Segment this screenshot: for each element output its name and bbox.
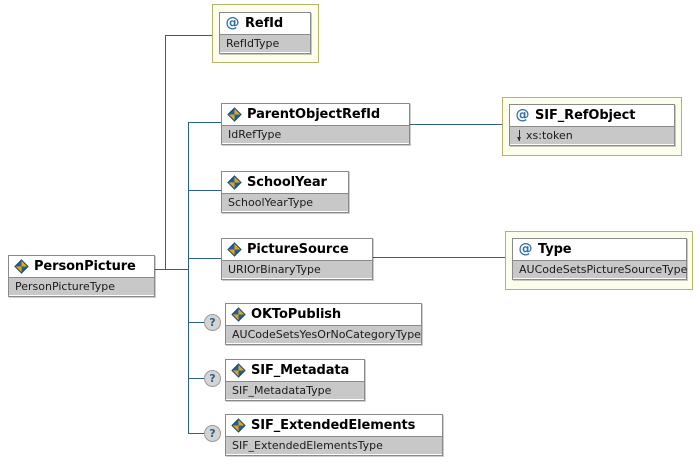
node-type[interactable]: @ Type AUCodeSetsPictureSourceType [512,238,687,280]
node-personpicture[interactable]: PersonPicture PersonPictureType [8,255,155,297]
node-sifrefobject-label: SIF_RefObject [535,108,636,123]
element-icon [227,175,242,190]
node-picturesource[interactable]: PictureSource URIOrBinaryType [221,238,373,280]
connector-element-vertical [188,122,189,433]
node-parentobjectrefid-label: ParentObjectRefId [247,107,381,122]
element-icon [231,307,246,322]
node-refid-type: RefIdType [220,34,310,52]
node-sifrefobject-title: @ SIF_RefObject [510,105,674,126]
connector-parentobjectrefid-to-sifrefobject [410,124,507,125]
node-parentobjectrefid-title: ParentObjectRefId [222,104,409,125]
node-type-type: AUCodeSetsPictureSourceType [513,260,687,278]
attribute-icon: @ [515,107,530,123]
node-parentobjectrefid-type: IdRefType [222,125,409,143]
node-parentobjectrefid[interactable]: ParentObjectRefId IdRefType [221,103,410,145]
node-refid-title: @ RefId [220,13,310,34]
node-type-title: @ Type [513,239,686,260]
node-schoolyear[interactable]: SchoolYear SchoolYearType [221,171,349,213]
node-sifextendedelements-label: SIF_ExtendedElements [251,418,416,433]
attribute-icon: @ [518,241,533,257]
connector-picturesource-to-type [373,257,508,258]
connector-stub-oktopublish [188,322,204,323]
connector-attribute-vertical [165,35,166,269]
optional-marker-oktopublish: ? [204,314,221,331]
connector-stub-sifmetadata [188,378,204,379]
node-type-label: Type [538,242,572,257]
node-picturesource-label: PictureSource [247,242,349,257]
node-sifextendedelements[interactable]: SIF_ExtendedElements SIF_ExtendedElement… [225,414,443,456]
node-picturesource-type: URIOrBinaryType [222,260,372,278]
element-icon [14,259,29,274]
attribute-icon: @ [225,15,240,31]
node-oktopublish-type: AUCodeSetsYesOrNoCategoryType [226,325,421,343]
node-schoolyear-label: SchoolYear [247,175,327,190]
connector-stub-sifextendedelements [188,433,204,434]
node-schoolyear-type: SchoolYearType [222,193,348,211]
node-picturesource-title: PictureSource [222,239,372,260]
node-sifmetadata-title: SIF_Metadata [226,360,364,381]
element-icon [227,107,242,122]
optional-marker-sifextendedelements: ? [204,425,221,442]
derived-arrow-icon [516,129,523,142]
connector-stub-picturesource [188,258,221,259]
node-refid[interactable]: @ RefId RefIdType [219,12,311,54]
element-icon [231,418,246,433]
node-sifmetadata[interactable]: SIF_Metadata SIF_MetadataType [225,359,365,401]
node-sifmetadata-label: SIF_Metadata [251,363,350,378]
connector-attribute-to-refid [165,35,216,36]
node-personpicture-type: PersonPictureType [9,277,154,295]
element-icon [227,242,242,257]
node-sifextendedelements-type: SIF_ExtendedElementsType [226,436,442,454]
node-sifextendedelements-title: SIF_ExtendedElements [226,415,442,436]
node-oktopublish[interactable]: OKToPublish AUCodeSetsYesOrNoCategoryTyp… [225,303,422,345]
optional-marker-sifmetadata: ? [204,370,221,387]
node-sifrefobject[interactable]: @ SIF_RefObject xs:token [509,104,675,146]
node-personpicture-title: PersonPicture [9,256,154,277]
node-personpicture-label: PersonPicture [34,259,136,274]
connector-stub-schoolyear [188,190,221,191]
connector-stub-parentobjectrefid [188,122,221,123]
node-oktopublish-label: OKToPublish [251,307,342,322]
node-schoolyear-title: SchoolYear [222,172,348,193]
node-oktopublish-title: OKToPublish [226,304,421,325]
connector-root-to-element-spine [155,269,189,270]
node-sifmetadata-type: SIF_MetadataType [226,381,364,399]
node-sifrefobject-type-row: xs:token [510,126,674,144]
node-refid-label: RefId [245,16,284,31]
element-icon [231,363,246,378]
node-sifrefobject-type: xs:token [526,128,573,142]
